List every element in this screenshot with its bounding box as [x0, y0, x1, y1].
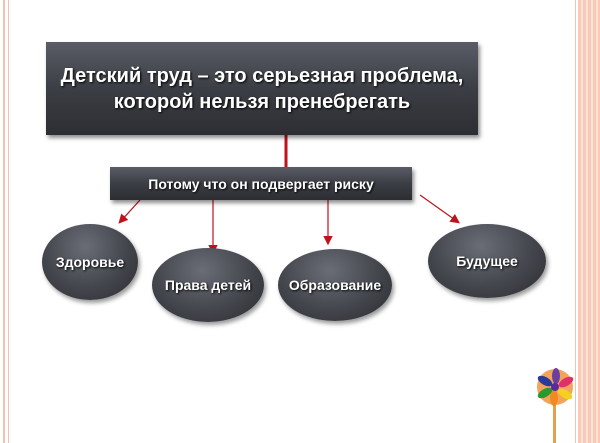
- risk-label: Права детей: [164, 277, 252, 293]
- risk-label: Будущее: [456, 253, 518, 269]
- risk-future: Будущее: [428, 224, 546, 298]
- subtitle-box: Потому что он подвергает риску: [110, 167, 412, 200]
- risk-health: Здоровье: [42, 224, 138, 300]
- title-line-2: которой нельзя пренебрегать: [113, 90, 411, 113]
- right-border-band: [578, 0, 600, 443]
- risk-children-rights: Права детей: [152, 248, 264, 322]
- risk-education: Образование: [278, 249, 392, 321]
- left-border-line: [8, 0, 9, 443]
- left-border-line: [3, 0, 5, 443]
- subtitle-text: Потому что он подвергает риску: [148, 175, 374, 192]
- risk-label: Здоровье: [55, 254, 125, 270]
- title-line-1: Детский труд – это серьезная проблема,: [60, 64, 464, 87]
- risk-label: Образование: [288, 277, 382, 293]
- main-title-box: Детский труд – это серьезная проблема, к…: [46, 42, 478, 135]
- right-border-line: [575, 0, 576, 443]
